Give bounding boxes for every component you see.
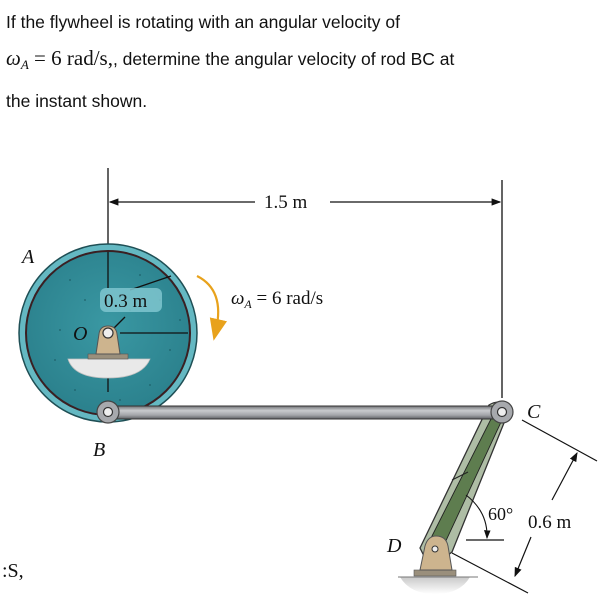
label-B: B bbox=[93, 439, 105, 461]
label-A: A bbox=[20, 246, 35, 268]
dimension-horizontal-label: 1.5 m bbox=[264, 192, 308, 213]
omega-subscript: A bbox=[20, 57, 29, 72]
label-C: C bbox=[527, 401, 541, 423]
problem-statement: If the flywheel is rotating with an angu… bbox=[6, 4, 596, 119]
angular-velocity-arrow-icon bbox=[196, 275, 227, 341]
rod-cd bbox=[419, 401, 511, 560]
angle-label: 60° bbox=[488, 504, 513, 524]
dimension-0-6m: 0.6 m bbox=[451, 419, 598, 594]
flywheel: 0.3 m O bbox=[18, 243, 198, 423]
omega-expression: ωA = 6 rad/s, bbox=[6, 46, 113, 72]
omega-value: 6 rad/s, bbox=[51, 46, 113, 70]
problem-line-1: If the flywheel is rotating with an angu… bbox=[6, 12, 400, 32]
support-D bbox=[398, 535, 478, 594]
omega-symbol: ω bbox=[6, 46, 21, 70]
angle-60: 60° bbox=[465, 494, 513, 541]
omega-label: ωA = 6 rad/s bbox=[231, 288, 323, 311]
problem-line-3: the instant shown. bbox=[6, 91, 148, 111]
problem-line-2-text: , determine the angular velocity of rod … bbox=[112, 49, 455, 69]
cutoff-text-fragment: :S, bbox=[2, 560, 24, 582]
label-O: O bbox=[73, 323, 87, 345]
label-D: D bbox=[386, 535, 402, 557]
problem-line-2: ωA = 6 rad/s,, determine the angular vel… bbox=[6, 40, 596, 83]
equals-sign: = bbox=[28, 46, 52, 70]
length-label: 0.6 m bbox=[528, 512, 572, 533]
rod-bc bbox=[96, 400, 514, 424]
radius-label: 0.3 m bbox=[104, 291, 148, 312]
